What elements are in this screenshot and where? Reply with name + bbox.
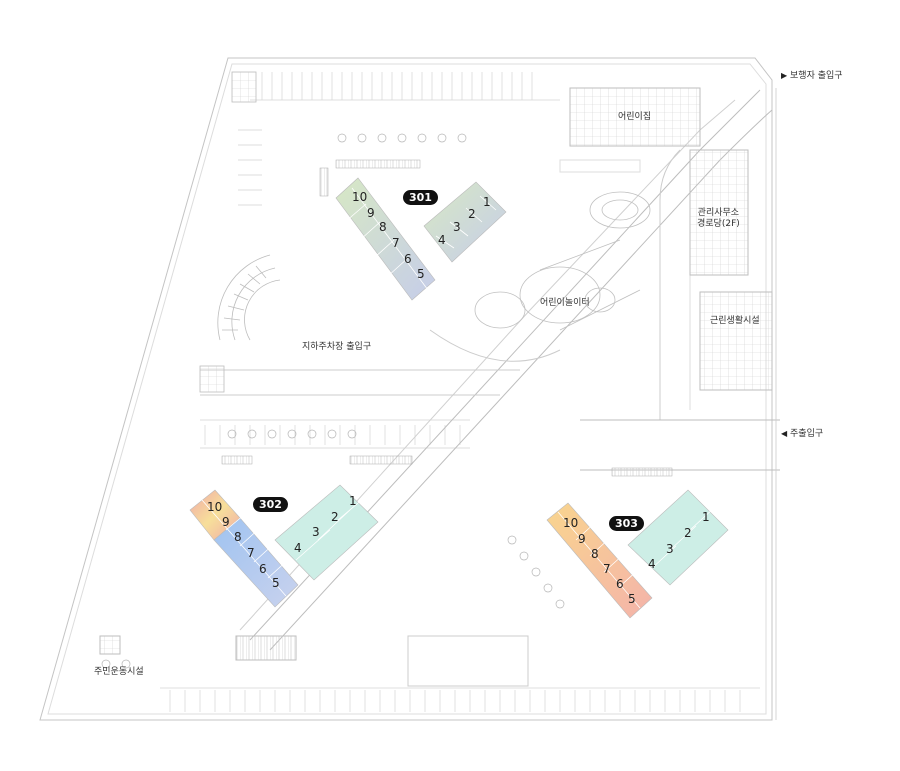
unit-303-2: 2 — [684, 526, 692, 540]
management-office-building — [689, 149, 749, 276]
parking-ramp — [199, 71, 281, 393]
unit-302-8: 8 — [234, 530, 242, 544]
arrow-left-icon: ◀ — [781, 429, 788, 438]
unit-303-4: 4 — [648, 557, 656, 571]
parking-rows — [160, 72, 760, 712]
unit-303-7: 7 — [603, 562, 611, 576]
building-tag-301[interactable]: 301 — [403, 190, 438, 205]
unit-303-1: 1 — [702, 510, 710, 524]
arrow-right-icon: ▶ — [781, 71, 788, 80]
unit-303-6: 6 — [616, 577, 624, 591]
unit-303-8: 8 — [591, 547, 599, 561]
unit-302-1: 1 — [349, 494, 357, 508]
site-boundary — [39, 57, 773, 721]
unit-303-3: 3 — [666, 542, 674, 556]
unit-301-9: 9 — [367, 206, 375, 220]
unit-301-7: 7 — [392, 236, 400, 250]
unit-301-8: 8 — [379, 220, 387, 234]
unit-301-6: 6 — [404, 252, 412, 266]
playground-area — [474, 191, 651, 331]
sports-facility — [99, 159, 641, 687]
pedestrian-entrance-label: ▶ 보행자 출입구 — [781, 70, 843, 82]
unit-302-2: 2 — [331, 510, 339, 524]
unit-302-5: 5 — [272, 576, 280, 590]
management-office-line2: 경로당(2F) — [697, 219, 740, 229]
daycare-label: 어린이집 — [618, 112, 652, 122]
building-tag-302[interactable]: 302 — [253, 497, 288, 512]
playground-label: 어린이놀이터 — [540, 298, 590, 308]
unit-301-3: 3 — [453, 220, 461, 234]
unit-301-10: 10 — [352, 190, 368, 204]
unit-302-9: 9 — [222, 515, 230, 529]
main-entrance-text: 주출입구 — [790, 429, 824, 439]
underground-parking-entrance-label: 지하주차장 출입구 — [302, 342, 372, 352]
unit-301-4: 4 — [438, 233, 446, 247]
daycare-building — [569, 87, 701, 147]
unit-303-5: 5 — [628, 592, 636, 606]
building-302 — [189, 455, 413, 608]
unit-302-7: 7 — [247, 546, 255, 560]
unit-302-6: 6 — [259, 562, 267, 576]
neighborhood-facility-building — [699, 291, 773, 391]
unit-301-5: 5 — [417, 267, 425, 281]
management-office-label: 관리사무소 경로당(2F) — [697, 208, 740, 230]
unit-301-2: 2 — [468, 207, 476, 221]
pedestrian-entrance-text: 보행자 출입구 — [790, 71, 843, 81]
unit-302-4: 4 — [294, 541, 302, 555]
unit-303-9: 9 — [578, 532, 586, 546]
unit-301-1: 1 — [483, 195, 491, 209]
building-tag-303[interactable]: 303 — [609, 516, 644, 531]
main-entrance-label: ◀ 주출입구 — [781, 428, 823, 440]
unit-302-3: 3 — [312, 525, 320, 539]
trees — [101, 133, 565, 669]
building-301 — [319, 159, 507, 301]
building-303 — [546, 467, 729, 619]
management-office-line1: 관리사무소 — [697, 208, 740, 218]
unit-303-10: 10 — [563, 516, 579, 530]
unit-302-10: 10 — [207, 500, 223, 514]
community-sports-label: 주민운동시설 — [94, 667, 144, 677]
neighborhood-facility-label: 근린생활시설 — [710, 316, 760, 326]
